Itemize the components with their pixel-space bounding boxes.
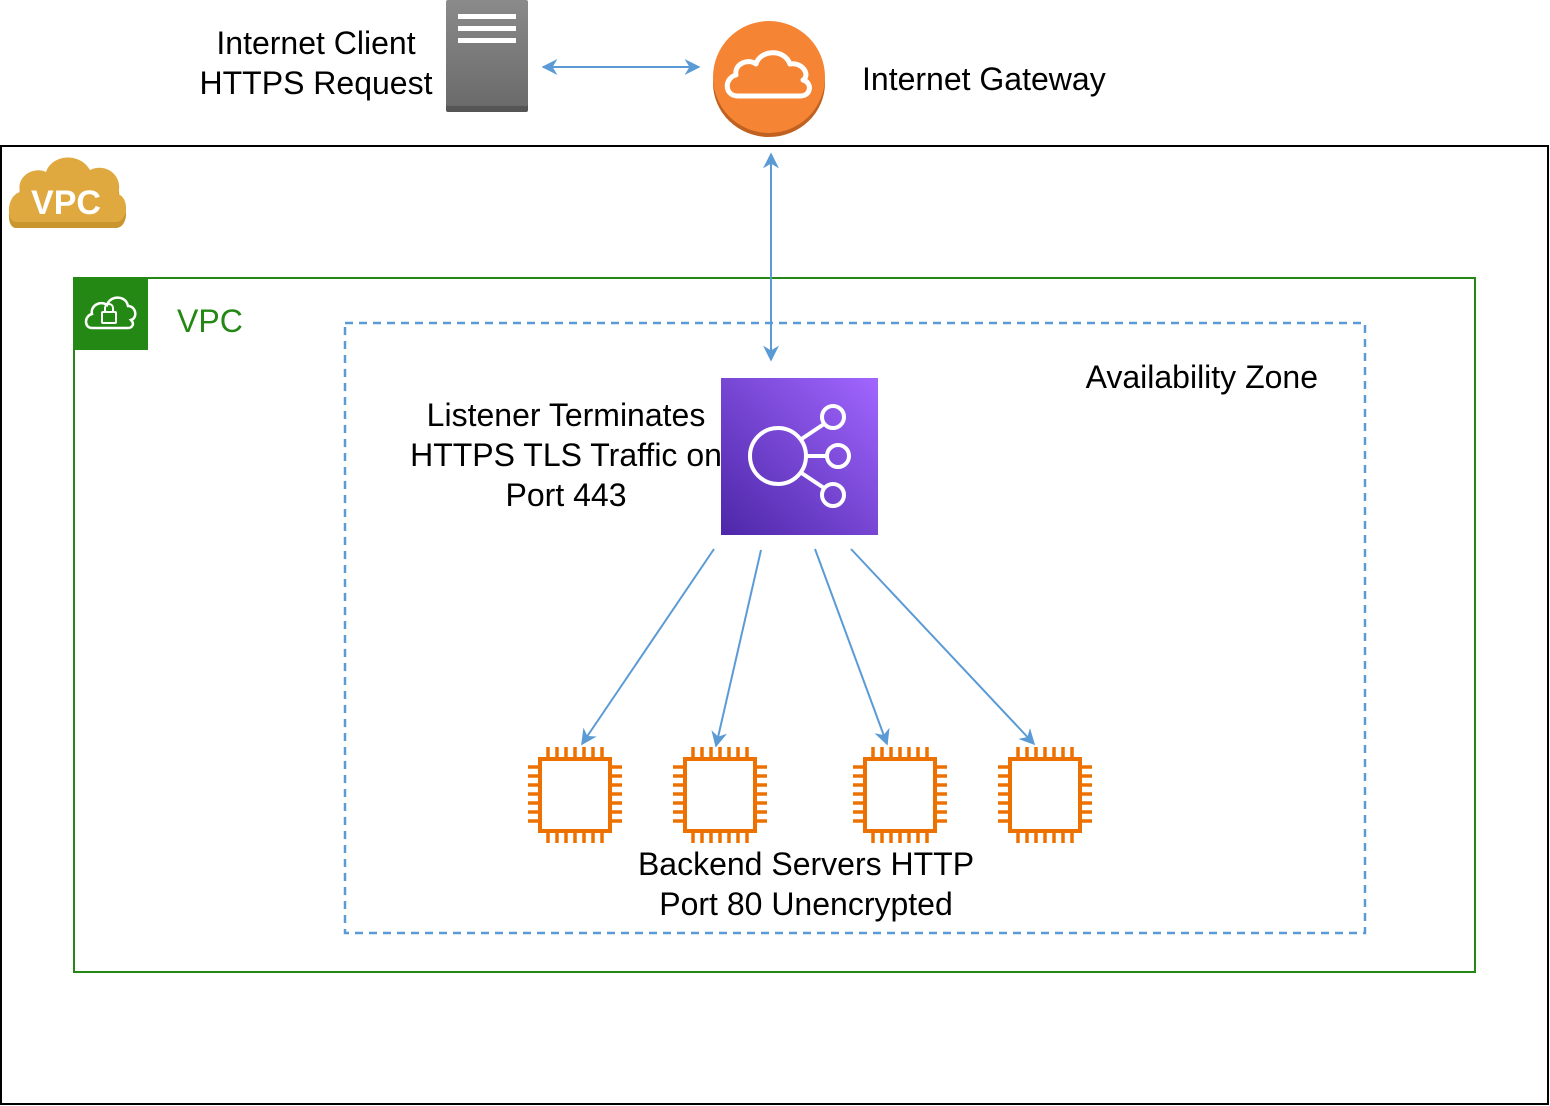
backend-label-line1: Backend Servers HTTP (638, 846, 974, 882)
vpc-badge-text: VPC (31, 184, 101, 222)
ec2-instance-chip-icon (853, 747, 947, 843)
elb-label-line3: Port 443 (506, 477, 627, 513)
client-label-line2: HTTPS Request (200, 65, 433, 101)
elb-backend-arrow-3 (814, 548, 890, 746)
ec2-instance-chip-icon (673, 747, 767, 843)
inner-vpc-label: VPC (177, 303, 243, 339)
outer-vpc-boundary (0, 145, 1549, 1105)
elb-backend-arrow-1 (581, 548, 715, 746)
availability-zone-boundary (343, 321, 1367, 935)
elb-label-line2: HTTPS TLS Traffic on (410, 437, 722, 473)
vpc-lock-cloud-icon (74, 278, 148, 350)
internet-gateway-cloud-icon (713, 21, 825, 137)
ec2-instance-chip-icon (998, 747, 1092, 843)
vpc-cloud-badge-icon: VPC (8, 157, 127, 228)
ec2-instance-chip-icon (528, 747, 622, 843)
server-icon (446, 0, 528, 112)
gateway-label: Internet Gateway (862, 61, 1106, 97)
elb-backend-arrow-4 (850, 548, 1036, 746)
elastic-load-balancer-icon (721, 378, 878, 535)
elb-label-line1: Listener Terminates (427, 397, 706, 433)
backend-label-line2: Port 80 Unencrypted (659, 886, 953, 922)
availability-zone-label: Availability Zone (1086, 359, 1318, 395)
client-label-line1: Internet Client (216, 25, 415, 61)
elb-backend-arrow-2 (711, 549, 762, 748)
